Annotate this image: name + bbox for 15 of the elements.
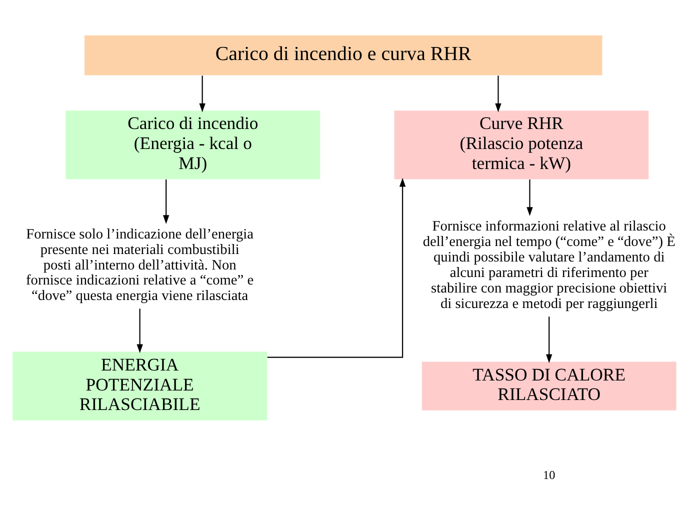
arrow: [136, 308, 143, 354]
node-box: Curve RHR (Rilascio potenza termica - kW): [394, 110, 649, 180]
node-box: TASSO DI CALORE RILASCIATO: [422, 362, 676, 410]
arrow: [526, 179, 533, 216]
arrow: [495, 76, 502, 112]
arrow: [163, 179, 170, 224]
node-box: Carico di incendio e curva RHR: [84, 35, 602, 76]
node-text: Fornisce informazioni relative al rilascio dell’energia nel tempo (“come” e “dove”) È quindi possibile valutare l’andamento di alcuni parametri di riferimento per stabilire con maggior precisione obiettivi di sicurezza e metodi per raggiungerli: [422, 218, 676, 312]
node-box: Carico di incendio (Energia - kcal o MJ): [66, 110, 320, 180]
node-text: Fornisce solo l’indicazione dell’energia presente nei materiali combustibili posti all’interno dell’attività. Non fornisce indicazioni relative a “come” e “dove” questa energia viene rilasciata: [26, 226, 254, 304]
arrow: [267, 178, 406, 358]
arrow: [546, 316, 552, 364]
arrow: [199, 76, 206, 112]
node-box: ENERGIA POTENZIALE RILASCIABILE: [12, 352, 268, 420]
label: 10: [543, 468, 556, 482]
